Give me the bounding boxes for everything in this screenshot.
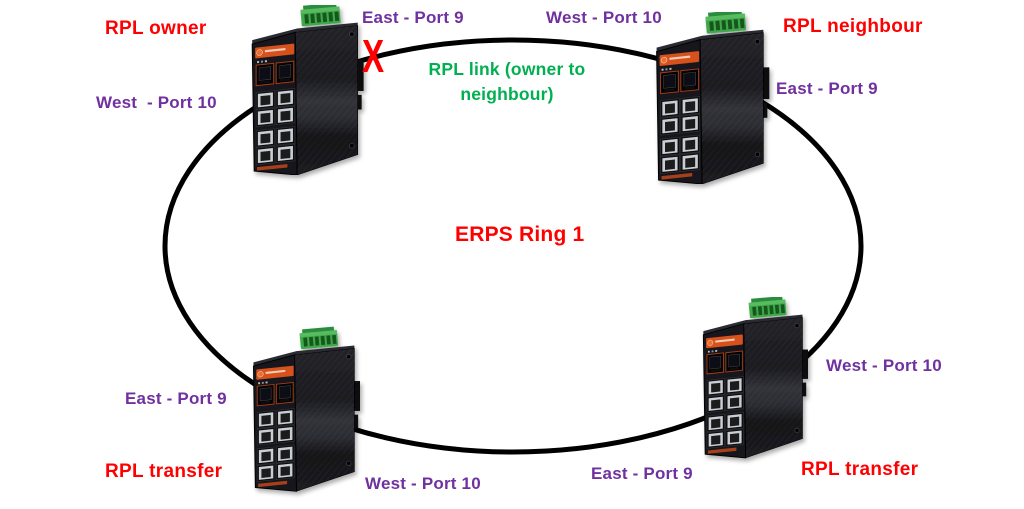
rpl-link-break-x-mark: X (362, 30, 385, 82)
neighbour-east-port-label: East - Port 9 (776, 79, 878, 98)
owner-west-port-label: West - Port 10 (96, 93, 217, 112)
transfer-left-east-port-label: East - Port 9 (125, 389, 227, 408)
neighbour-west-port-label: West - Port 10 (546, 8, 662, 27)
rpl-neighbour-label: RPL neighbour (783, 16, 923, 37)
transfer-right-west-port-label: West - Port 10 (826, 356, 942, 375)
rpl-owner-label: RPL owner (105, 18, 207, 39)
rpl-transfer-right-label: RPL transfer (801, 459, 919, 480)
rpl-transfer-left-label: RPL transfer (105, 461, 223, 482)
ring-name-label: ERPS Ring 1 (455, 223, 585, 246)
ethernet-switch-image-neighbour (656, 12, 770, 184)
ethernet-switch-image-owner (251, 5, 365, 175)
transfer-left-west-port-label: West - Port 10 (365, 474, 481, 493)
transfer-right-east-port-label: East - Port 9 (591, 464, 693, 483)
rpl-link-label: RPL link (owner to neighbour) (428, 59, 586, 105)
owner-east-port-label: East - Port 9 (362, 8, 464, 27)
